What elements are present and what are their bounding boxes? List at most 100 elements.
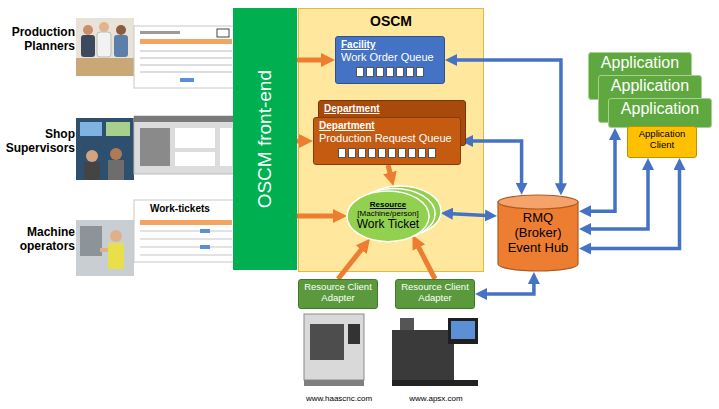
screen-title-bar xyxy=(140,31,180,34)
flow-arrow xyxy=(297,139,306,144)
message-link xyxy=(451,60,561,189)
node-title: Application xyxy=(613,100,707,118)
person-head xyxy=(110,230,122,242)
photo-ground xyxy=(76,118,134,180)
text-group: Resource[Machine/person]Work Ticket xyxy=(357,200,419,232)
apsx-machine xyxy=(392,318,478,386)
queue-slot xyxy=(339,149,346,158)
node-title: Application xyxy=(603,77,697,95)
person-arm xyxy=(100,248,108,252)
screen-title: Work-tickets xyxy=(150,203,240,215)
queue-slot xyxy=(367,68,374,77)
person-body xyxy=(97,32,111,57)
queue-slot xyxy=(419,149,426,158)
node-title: Resource xyxy=(357,200,419,209)
screen-header-row xyxy=(140,220,232,225)
screen-panel xyxy=(175,152,215,166)
flow-arrow xyxy=(297,213,340,218)
node-text: [Machine/person] xyxy=(357,209,419,218)
person-body xyxy=(114,35,128,57)
monitor xyxy=(448,318,478,344)
machine-body xyxy=(392,330,454,380)
screen-panel xyxy=(220,128,232,166)
resource-ellipse xyxy=(347,191,429,242)
text-group: FacilityWork Order Queue xyxy=(336,37,444,65)
queue-slot xyxy=(357,68,364,77)
haas-machine xyxy=(304,314,364,386)
node-title: Department xyxy=(324,103,460,115)
queue-slot xyxy=(377,68,384,77)
node-text: Work Order Queue xyxy=(341,51,439,64)
node-title: RMQ (Broker) Event Hub xyxy=(501,211,575,256)
adapter-box: Resource Client Adapter xyxy=(395,279,475,309)
person-head xyxy=(110,148,122,160)
control-pendant xyxy=(348,324,360,344)
node-title: OSCM xyxy=(298,13,484,29)
machine-window xyxy=(310,324,344,360)
operators-photo xyxy=(76,220,134,276)
node-text: Production Request Queue xyxy=(319,132,455,145)
text-group: Resource Client Adapter xyxy=(396,280,474,306)
screen-row xyxy=(140,254,232,256)
hopper xyxy=(400,318,414,330)
cylinder-top xyxy=(498,195,578,209)
screen-header-row xyxy=(134,116,233,122)
queue-slot xyxy=(409,149,416,158)
text-group: Application xyxy=(589,53,691,73)
photo-ground xyxy=(76,220,134,276)
text-group: Resource Client Adapter xyxy=(299,280,377,306)
screen-row xyxy=(140,64,232,66)
role-label: Production Planners xyxy=(3,26,75,54)
flow-arrow xyxy=(297,58,328,63)
screen-panel xyxy=(140,128,170,166)
photo-ground xyxy=(76,18,134,76)
website-url: www.haascnc.com xyxy=(299,394,379,403)
message-link xyxy=(467,141,522,189)
planners-photo xyxy=(76,18,134,76)
machine-base xyxy=(304,380,364,386)
queue-slots xyxy=(338,148,436,158)
queue-slot xyxy=(379,149,386,158)
role-label: Machine operators xyxy=(3,226,75,254)
person-body xyxy=(108,160,124,180)
resource-circle: Resource[Machine/person]Work Ticket xyxy=(346,190,430,243)
node-title: Resource Client Adapter xyxy=(303,282,373,304)
client-box: Application Client xyxy=(627,126,697,158)
text-group: Application xyxy=(609,99,711,119)
status-chip xyxy=(200,229,210,233)
screen-row xyxy=(140,57,232,59)
screen-header-row xyxy=(140,39,232,44)
flow-arrow xyxy=(338,244,366,279)
queue-slot xyxy=(389,149,396,158)
system-panel: OSCMFacilityWork Order QueueDepartmentDe… xyxy=(298,8,484,272)
person-head xyxy=(99,22,109,32)
screen-row xyxy=(140,230,232,232)
carton xyxy=(76,58,134,76)
machine-body xyxy=(304,314,364,380)
node-title: Application Client xyxy=(632,129,692,151)
application-box: Application xyxy=(608,98,712,128)
text-group: Application xyxy=(599,76,701,96)
person-head xyxy=(83,25,93,35)
machine-icon xyxy=(217,29,229,37)
cylinder-body xyxy=(498,202,578,271)
node-title: Department xyxy=(319,120,455,132)
person-body xyxy=(81,35,95,57)
adapter-box: Resource Client Adapter xyxy=(298,279,378,309)
message-link xyxy=(585,164,680,249)
text-group: OSCM front-end xyxy=(233,8,297,270)
flow-arrow xyxy=(388,165,392,179)
website-url: www.apsx.com xyxy=(396,394,476,403)
message-link xyxy=(447,213,491,215)
node-title: Resource Client Adapter xyxy=(400,282,470,304)
text-group: Department xyxy=(319,101,465,117)
supervisors-photo xyxy=(76,118,134,180)
node-title: Facility xyxy=(341,39,439,51)
queue-slot xyxy=(429,149,436,158)
machine-shape xyxy=(80,226,102,256)
queue-slot xyxy=(407,68,414,77)
wall-screen xyxy=(106,122,130,136)
message-link xyxy=(481,278,534,294)
panel-fill xyxy=(299,9,484,272)
